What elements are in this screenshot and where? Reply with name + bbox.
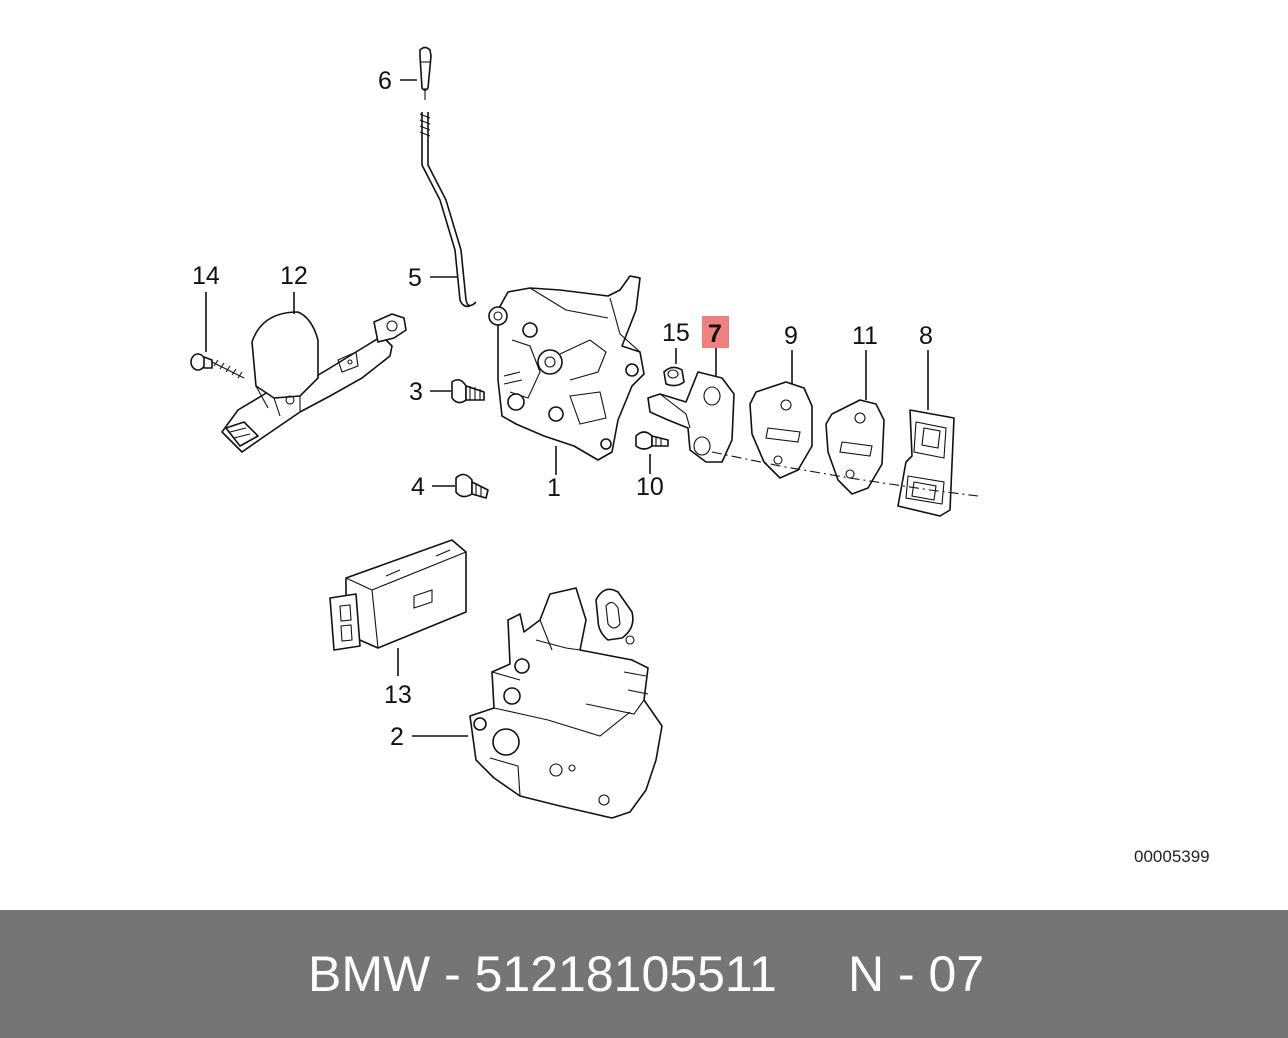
label-13: 13	[384, 681, 412, 709]
label-3: 3	[409, 378, 423, 406]
part-5-lock-rod[interactable]	[419, 112, 477, 308]
label-14: 14	[192, 262, 220, 290]
part-14-screw[interactable]	[190, 353, 245, 379]
part-6-lock-knob[interactable]	[419, 46, 432, 101]
label-15: 15	[662, 319, 690, 347]
label-11: 11	[852, 322, 878, 350]
part-12-lock-housing[interactable]	[221, 311, 407, 453]
part-8-gasket[interactable]	[897, 409, 955, 517]
label-5: 5	[408, 264, 422, 292]
label-7: 7	[708, 320, 722, 348]
label-1: 1	[547, 474, 561, 502]
part-1-door-lock[interactable]	[488, 275, 645, 461]
assembly-axis-line	[711, 451, 979, 497]
part-3-screw[interactable]	[451, 378, 485, 404]
part-number-footer: BMW - 51218105511 N - 07	[0, 910, 1288, 1038]
part-15-nut[interactable]	[663, 366, 685, 387]
label-12: 12	[280, 262, 308, 290]
part-7-lock-bracket[interactable]	[647, 371, 735, 463]
part-10-screw[interactable]	[635, 431, 669, 450]
footer-brand-part-number: BMW - 51218105511	[308, 946, 777, 1002]
footer-page-reference: N - 07	[848, 946, 985, 1002]
label-10: 10	[636, 473, 664, 501]
label-2: 2	[390, 723, 404, 751]
diagram-reference-number: 00005399	[1134, 847, 1210, 866]
label-4: 4	[411, 473, 425, 501]
part-9-cover-plate[interactable]	[749, 381, 813, 479]
part-11-plate[interactable]	[825, 399, 885, 495]
part-4-screw[interactable]	[455, 473, 489, 499]
label-9: 9	[784, 322, 798, 350]
part-2-lock-actuator[interactable]	[469, 587, 663, 819]
label-6: 6	[378, 67, 392, 95]
label-8: 8	[919, 322, 933, 350]
exploded-parts-diagram: 6 5 14 12	[190, 46, 1210, 866]
label-7-highlight	[702, 316, 729, 348]
part-13-control-unit[interactable]	[329, 539, 467, 651]
